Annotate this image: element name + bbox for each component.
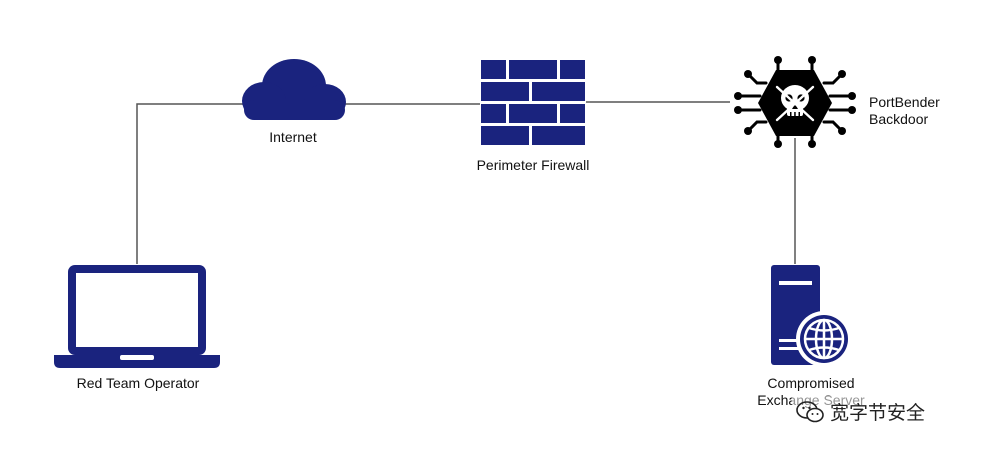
firewall-label: Perimeter Firewall	[476, 157, 590, 173]
laptop-icon	[54, 265, 220, 368]
backdoor-label: PortBender Backdoor	[869, 94, 940, 127]
web-server-icon	[771, 265, 852, 367]
wechat-icon	[796, 400, 824, 422]
watermark-text: 宽字节安全	[830, 402, 926, 424]
operator-label: Red Team Operator	[76, 375, 200, 391]
skull-chip-icon	[734, 56, 856, 148]
cloud-icon	[242, 59, 346, 120]
watermark: 宽字节安全	[792, 396, 930, 427]
connectors	[136, 101, 796, 264]
internet-label: Internet	[269, 129, 317, 145]
brick-wall-icon	[481, 60, 585, 145]
connector-operator-internet	[136, 103, 244, 264]
